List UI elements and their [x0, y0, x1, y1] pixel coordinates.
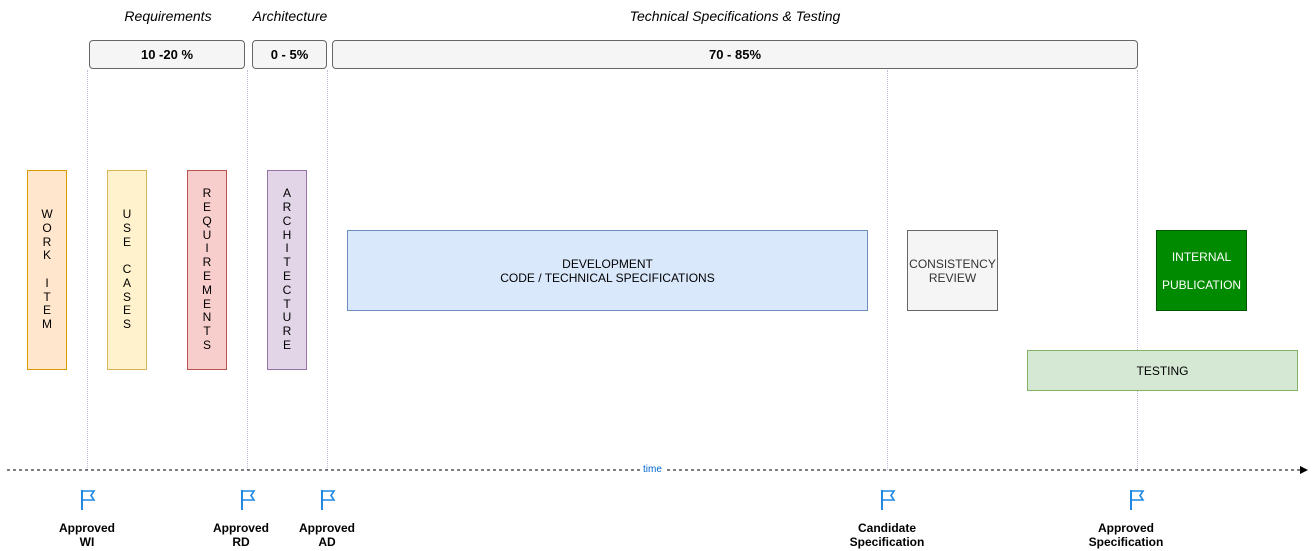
letter: C — [282, 213, 292, 228]
letter: E — [202, 296, 211, 311]
percent-box-tech-spec: 70 - 85% — [332, 40, 1138, 69]
internal-publication-box: INTERNAL PUBLICATION — [1156, 230, 1247, 311]
percent-box-architecture: 0 - 5% — [252, 40, 327, 69]
letter: E — [282, 337, 291, 352]
publication-line1: INTERNAL — [1171, 249, 1232, 264]
guide-line-rd — [247, 70, 248, 470]
guide-line-ad — [327, 70, 328, 470]
letter: S — [122, 317, 131, 332]
letter: E — [42, 303, 51, 318]
letter: R — [202, 186, 212, 201]
guide-line-wi — [87, 70, 88, 470]
letter: H — [282, 227, 292, 242]
letter: R — [42, 234, 52, 249]
letter: R — [282, 324, 292, 339]
letter: S — [202, 337, 211, 352]
publication-line2: PUBLICATION — [1161, 277, 1242, 292]
development-line2: CODE / TECHNICAL SPECIFICATIONS — [500, 270, 715, 285]
timeline-arrow — [7, 466, 1308, 474]
testing-label: TESTING — [1136, 363, 1189, 378]
letter: U — [122, 206, 132, 221]
letter: A — [282, 186, 291, 201]
letter: O — [42, 220, 52, 235]
letter: A — [122, 275, 131, 290]
flag-icon — [79, 488, 97, 512]
letter: I — [205, 241, 209, 256]
guide-line-approved-spec — [1137, 70, 1138, 470]
letter: S — [122, 220, 131, 235]
flag-icon — [879, 488, 897, 512]
consistency-review-box: CONSISTENCY REVIEW — [907, 230, 998, 311]
letter: E — [122, 303, 131, 318]
letter: K — [42, 248, 51, 263]
letter: M — [202, 282, 212, 297]
guide-line-candidate — [887, 70, 888, 470]
letter: Q — [202, 213, 212, 228]
letter: T — [283, 296, 291, 311]
letter: T — [203, 324, 211, 339]
flag-icon — [239, 488, 257, 512]
testing-box: TESTING — [1027, 350, 1298, 391]
letter: R — [282, 200, 292, 215]
phase-title-requirements: Requirements — [124, 8, 212, 24]
letter: E — [202, 269, 211, 283]
letter: I — [285, 241, 289, 256]
percent-box-requirements: 10 -20 % — [89, 40, 245, 69]
letter: U — [202, 227, 212, 242]
letter: E — [282, 269, 291, 283]
letter: R — [202, 255, 212, 270]
letter: T — [283, 255, 291, 270]
phase-title-tech-spec-testing: Technical Specifications & Testing — [629, 8, 841, 24]
letter: M — [41, 317, 52, 332]
timeline-label: time — [640, 464, 665, 476]
letter: W — [41, 206, 53, 221]
flag-icon — [1128, 488, 1146, 512]
letter: I — [45, 275, 49, 290]
flag-icon — [319, 488, 337, 512]
letter: E — [202, 200, 211, 215]
letter: U — [282, 310, 292, 325]
consistency-line1: CONSISTENCY — [909, 256, 996, 271]
letter: C — [122, 262, 132, 277]
letter: E — [122, 234, 131, 249]
letter: N — [202, 310, 212, 325]
phase-title-architecture: Architecture — [252, 8, 328, 24]
letter: C — [282, 282, 292, 297]
consistency-line2: REVIEW — [928, 270, 977, 285]
letter: T — [43, 289, 51, 304]
development-line1: DEVELOPMENT — [562, 256, 653, 271]
development-box: DEVELOPMENT CODE / TECHNICAL SPECIFICATI… — [347, 230, 868, 311]
letter: S — [122, 289, 131, 304]
